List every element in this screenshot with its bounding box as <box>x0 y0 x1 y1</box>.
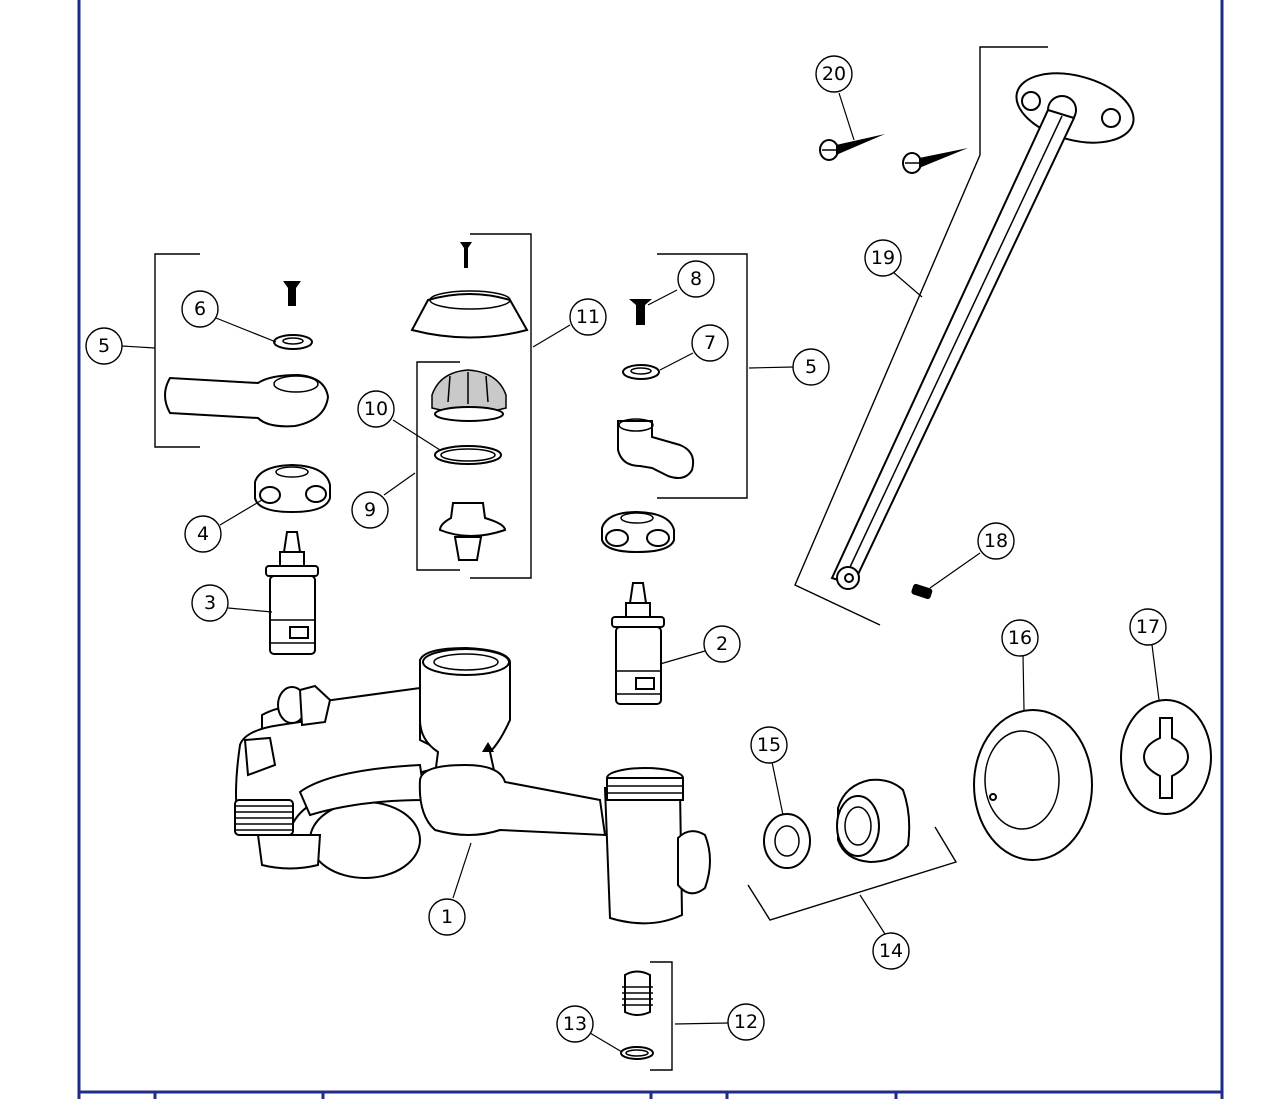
callout-17: 17 <box>1129 608 1167 646</box>
svg-text:20: 20 <box>822 63 846 85</box>
svg-text:16: 16 <box>1008 627 1032 649</box>
cartridge-part-3 <box>265 531 319 655</box>
drawing-frame <box>77 0 1224 1099</box>
svg-text:1: 1 <box>441 906 453 928</box>
flange-part-17 <box>1120 699 1212 815</box>
svg-text:8: 8 <box>690 268 702 290</box>
bonnet-part-right <box>601 510 675 554</box>
callout-19: 19 <box>864 239 902 277</box>
svg-text:4: 4 <box>197 523 209 545</box>
svg-text:18: 18 <box>984 530 1008 552</box>
flange-part-16 <box>973 709 1093 861</box>
callout-1: 1 <box>428 898 466 936</box>
callout-5-right: 5 <box>792 348 830 386</box>
svg-text:2: 2 <box>716 633 728 655</box>
callout-10: 10 <box>357 390 395 428</box>
svg-text:9: 9 <box>364 499 376 521</box>
callout-18: 18 <box>977 522 1015 560</box>
svg-text:15: 15 <box>757 734 781 756</box>
callout-15: 15 <box>750 726 788 764</box>
handle-assembly-right <box>617 253 748 499</box>
callout-5-left: 5 <box>85 327 123 365</box>
handle-assembly-left <box>154 253 330 448</box>
callout-2: 2 <box>703 625 741 663</box>
svg-text:3: 3 <box>204 592 216 614</box>
bonnet-part-4 <box>254 463 331 514</box>
callout-20: 20 <box>815 55 853 93</box>
leader-lines <box>121 92 1160 1053</box>
set-screw-part-18 <box>911 583 933 600</box>
svg-text:17: 17 <box>1136 616 1160 638</box>
screw-part-20 <box>819 134 968 174</box>
callout-balloons: 20 19 5 6 11 8 7 5 10 9 4 3 2 18 16 17 1… <box>85 55 1167 1043</box>
svg-text:13: 13 <box>563 1013 587 1035</box>
callout-13: 13 <box>556 1005 594 1043</box>
callout-11: 11 <box>569 298 607 336</box>
cartridge-part-2 <box>611 582 665 705</box>
callout-4: 4 <box>184 515 222 553</box>
svg-text:11: 11 <box>576 306 600 328</box>
svg-text:19: 19 <box>871 247 895 269</box>
svg-text:5: 5 <box>98 335 110 357</box>
callout-9: 9 <box>351 491 389 529</box>
callout-7: 7 <box>691 324 729 362</box>
svg-text:6: 6 <box>194 298 206 320</box>
nut-part-14 <box>747 778 958 921</box>
svg-text:7: 7 <box>704 332 716 354</box>
svg-text:5: 5 <box>805 356 817 378</box>
svg-text:10: 10 <box>364 398 388 420</box>
callout-12: 12 <box>727 1003 765 1041</box>
faucet-body-part-1 <box>234 646 711 925</box>
washer-part-15 <box>763 813 811 869</box>
callout-16: 16 <box>1001 619 1039 657</box>
callout-6: 6 <box>181 290 219 328</box>
nipple-part-12 <box>620 961 673 1071</box>
wall-brace-part <box>794 46 1135 626</box>
svg-text:12: 12 <box>734 1011 758 1033</box>
svg-text:14: 14 <box>879 940 903 962</box>
callout-8: 8 <box>677 260 715 298</box>
callout-14: 14 <box>872 932 910 970</box>
vacuum-breaker-assembly <box>410 233 532 579</box>
callout-3: 3 <box>191 584 229 622</box>
